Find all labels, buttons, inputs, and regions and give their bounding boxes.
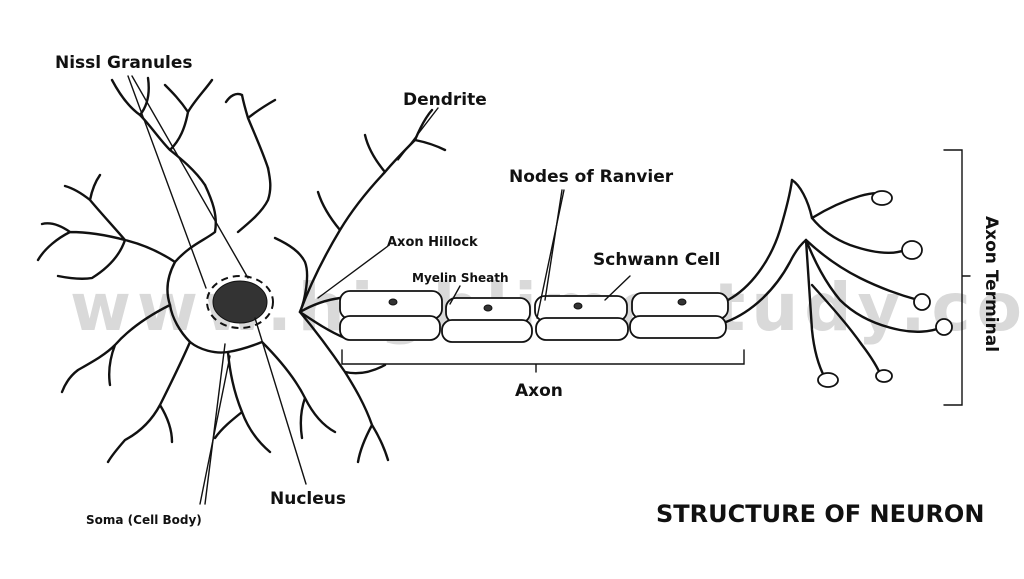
- label-soma: Soma (Cell Body): [86, 513, 202, 527]
- leader-soma-1: [200, 356, 230, 504]
- diagram-title: STRUCTURE OF NEURON: [656, 500, 984, 528]
- terminal-knob: [876, 370, 892, 382]
- label-nodes-of-ranvier: Nodes of Ranvier: [509, 167, 674, 187]
- label-axon: Axon: [515, 381, 563, 401]
- nucleus-shape: [213, 281, 267, 323]
- label-nissl-granules: Nissl Granules: [55, 53, 193, 73]
- label-axon-terminal: Axon Terminal: [981, 216, 1001, 352]
- dendrite-left: [38, 175, 175, 279]
- schwann-nucleus: [389, 299, 397, 305]
- terminal-knob: [818, 373, 838, 387]
- label-myelin-sheath: Myelin Sheath: [412, 271, 509, 285]
- schwann-nucleus: [484, 305, 492, 311]
- myelin-segment: [442, 320, 532, 342]
- schwann-nucleus: [678, 299, 686, 305]
- terminal-knob: [914, 294, 930, 310]
- label-dendrite: Dendrite: [403, 90, 487, 110]
- terminal-knob: [936, 319, 952, 335]
- terminal-knob: [872, 191, 892, 205]
- label-nucleus: Nucleus: [270, 489, 346, 509]
- leader-dendrite: [398, 108, 438, 160]
- axon-bracket: [342, 350, 744, 372]
- myelin-segment: [340, 316, 440, 340]
- terminal-branch: [812, 218, 905, 253]
- myelin-segment: [630, 316, 726, 338]
- dendrite-upper-middle: [226, 94, 275, 168]
- terminal-knob: [902, 241, 922, 259]
- schwann-nucleus: [574, 303, 582, 309]
- label-schwann-cell: Schwann Cell: [593, 250, 720, 270]
- leader-soma-2: [205, 344, 225, 504]
- dendrite-lower-middle: [215, 342, 335, 452]
- myelin-segment: [536, 318, 628, 340]
- label-axon-hillock: Axon Hillock: [387, 235, 478, 250]
